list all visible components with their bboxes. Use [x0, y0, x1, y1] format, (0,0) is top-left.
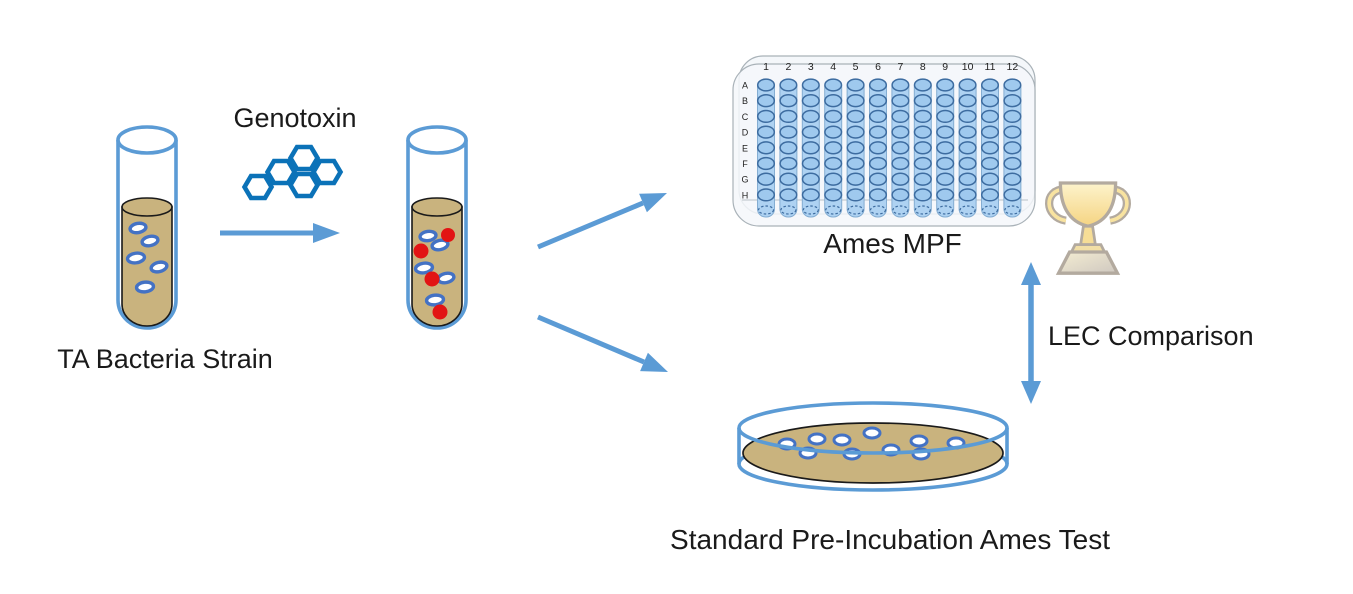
up-right-arrow-icon	[537, 193, 667, 250]
svg-text:G: G	[741, 175, 748, 185]
label-ames-mpf: Ames MPF	[823, 228, 962, 259]
svg-text:A: A	[742, 81, 748, 91]
svg-text:3: 3	[808, 61, 814, 73]
right-arrow-icon	[220, 223, 340, 243]
svg-text:F: F	[742, 159, 748, 169]
trophy-icon	[1045, 181, 1131, 275]
svg-text:10: 10	[962, 61, 974, 73]
tube-opening	[116, 125, 178, 155]
vertical-double-arrow-icon	[1021, 262, 1041, 404]
mutant-dots	[413, 228, 455, 320]
svg-text:7: 7	[897, 61, 903, 73]
test-tube-control-icon	[116, 125, 178, 330]
bacteria-dots	[413, 229, 456, 307]
test-tube-treated-icon	[406, 125, 468, 330]
svg-text:5: 5	[853, 61, 859, 73]
genotoxin-molecule-icon	[241, 144, 344, 201]
label-lec-comparison: LEC Comparison	[1048, 321, 1254, 351]
svg-text:1: 1	[763, 61, 769, 73]
dish-rim	[737, 401, 1009, 455]
broth-control	[121, 197, 173, 327]
svg-text:6: 6	[875, 61, 881, 73]
label-genotoxin: Genotoxin	[233, 103, 357, 133]
svg-text:9: 9	[942, 61, 948, 73]
label-ta-bacteria-strain: TA Bacteria Strain	[57, 344, 273, 374]
tube-opening	[406, 125, 468, 155]
svg-text:C: C	[742, 112, 749, 122]
svg-text:D: D	[742, 128, 749, 138]
svg-text:B: B	[742, 96, 748, 106]
label-standard-preincubation: Standard Pre-Incubation Ames Test	[670, 524, 1110, 555]
svg-text:E: E	[742, 143, 748, 153]
svg-text:H: H	[742, 190, 749, 200]
svg-text:2: 2	[785, 61, 791, 73]
bacteria-dots	[125, 221, 169, 294]
down-right-arrow-icon	[537, 314, 668, 372]
svg-text:8: 8	[920, 61, 926, 73]
svg-text:12: 12	[1007, 61, 1019, 73]
petri-dish-icon	[737, 401, 1009, 492]
svg-text:4: 4	[830, 61, 836, 73]
svg-text:11: 11	[985, 61, 996, 73]
